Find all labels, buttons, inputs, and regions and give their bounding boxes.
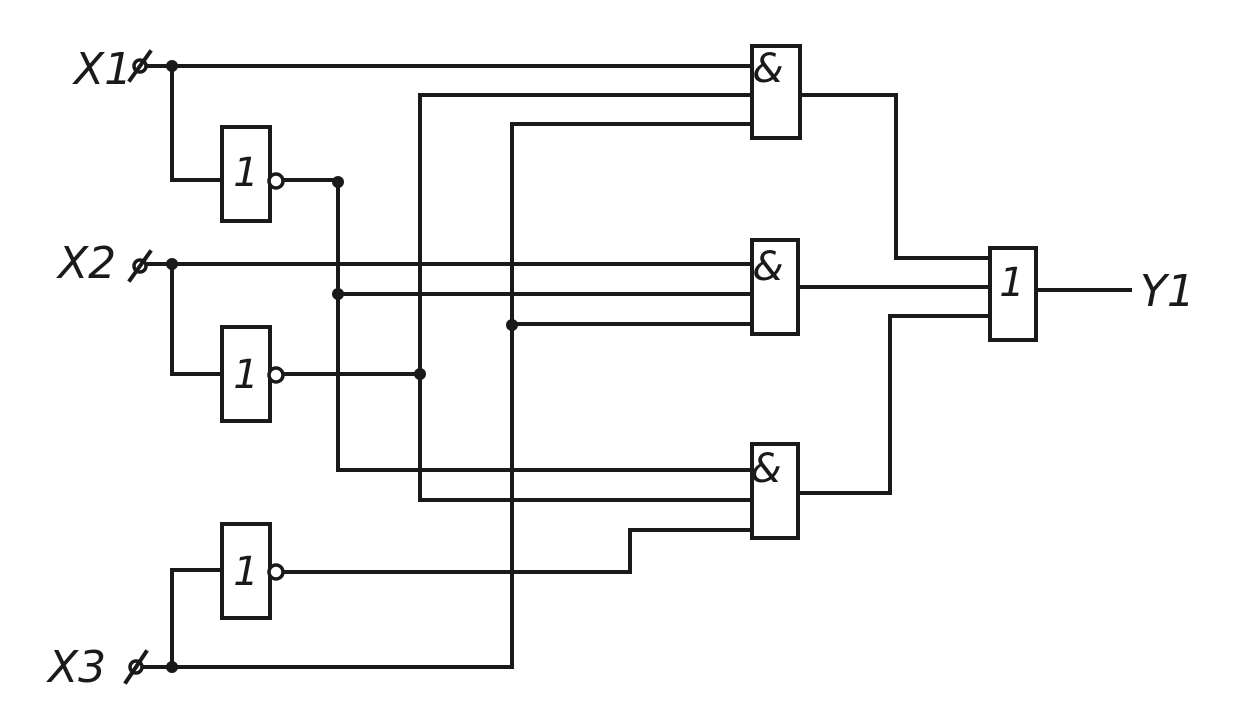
wire-not2-bus xyxy=(418,93,754,502)
or-gate-label: 1 xyxy=(999,260,1024,306)
wire-x2-to-not2 xyxy=(170,262,224,376)
wire-x1-to-not1 xyxy=(170,64,224,182)
and-gate-2-label: & xyxy=(752,244,783,290)
wires xyxy=(138,64,1132,669)
not-gate-3: 1 xyxy=(220,522,285,620)
wire-not3-to-and3 xyxy=(280,528,754,574)
and-gate-2: & xyxy=(750,238,800,336)
not-gate-1: 1 xyxy=(220,125,285,223)
wire-and3-to-or xyxy=(798,314,992,495)
and-gate-3: & xyxy=(750,442,800,540)
not-gate-2: 1 xyxy=(220,325,285,423)
wire-not1-out xyxy=(280,178,754,472)
not-gate-2-label: 1 xyxy=(233,352,258,398)
or-gate: 1 xyxy=(988,246,1038,342)
output-label-y1: Y1 xyxy=(1140,266,1195,317)
junction-dot xyxy=(332,288,344,300)
not-gate-1-label: 1 xyxy=(233,150,258,196)
input-label-x3: X3 xyxy=(46,642,106,693)
terminal-x2 xyxy=(127,249,153,283)
junction-dot xyxy=(506,319,518,331)
junction-dot xyxy=(166,258,178,270)
and-gate-3-label: & xyxy=(750,446,781,492)
not-gate-3-label: 1 xyxy=(233,549,258,595)
wire-x3-to-not3 xyxy=(170,568,224,669)
wire-and1-to-or xyxy=(798,93,992,260)
terminal-x1 xyxy=(127,49,153,83)
junction-dot xyxy=(414,368,426,380)
and-gate-1: & xyxy=(750,44,802,140)
wire-x3-line xyxy=(138,122,754,669)
input-label-x1: X1 xyxy=(72,44,132,95)
terminal-x3 xyxy=(123,649,149,685)
and-gate-1-label: & xyxy=(752,46,783,92)
junction-dot xyxy=(166,661,178,673)
junctions xyxy=(166,60,518,673)
input-label-x2: X2 xyxy=(56,238,116,289)
junction-dot xyxy=(332,176,344,188)
input-terminals xyxy=(123,49,153,685)
junction-dot xyxy=(166,60,178,72)
